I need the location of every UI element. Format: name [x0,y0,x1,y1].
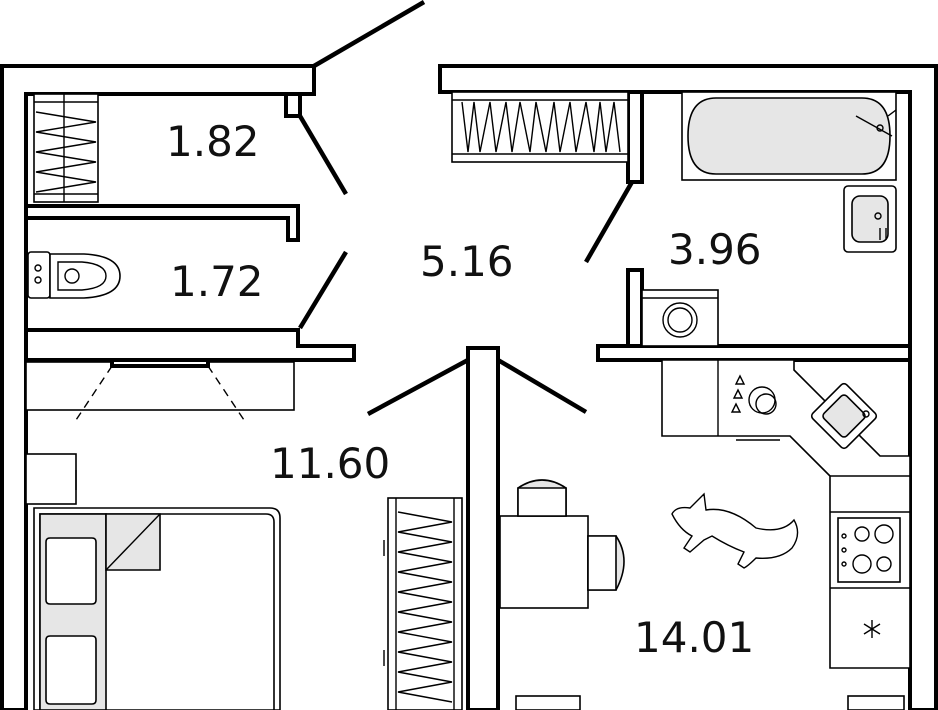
bathroom-door [584,180,634,264]
dish-icon [730,374,777,415]
exterior-walls [0,64,938,710]
toilet-fixture [27,251,121,299]
kitchen-door [496,358,588,414]
bathroom-area-label: 3.96 [668,225,762,274]
pet-icon [671,492,799,569]
storage-area-label: 1.82 [166,117,260,166]
bedroom-door [366,358,470,416]
bed [33,507,281,710]
fridge-snowflake-icon [863,620,881,638]
toilet-door [298,250,348,330]
hallway-area-label: 5.16 [420,237,514,286]
entrance-door [312,0,426,68]
bedroom-area-label: 11.60 [270,439,390,488]
door-leaves [298,0,634,416]
kitchen-area-label: 14.01 [634,613,754,662]
hall-closet-shelving [451,91,629,163]
bathtub [681,91,897,181]
cooktop [837,517,901,583]
washing-machine [641,289,719,347]
storage-door [298,114,348,196]
toilet-area-label: 1.72 [170,257,264,306]
bottom-fixtures [515,695,905,710]
storage-shelving [33,93,99,203]
bedroom-wardrobe [25,358,295,421]
bedside-table [25,453,77,505]
bedroom-shelving [383,497,463,710]
bathroom-sink [843,185,897,253]
dining-set [499,479,625,609]
kitchen-sink [810,382,878,450]
interior-walls [24,90,912,710]
